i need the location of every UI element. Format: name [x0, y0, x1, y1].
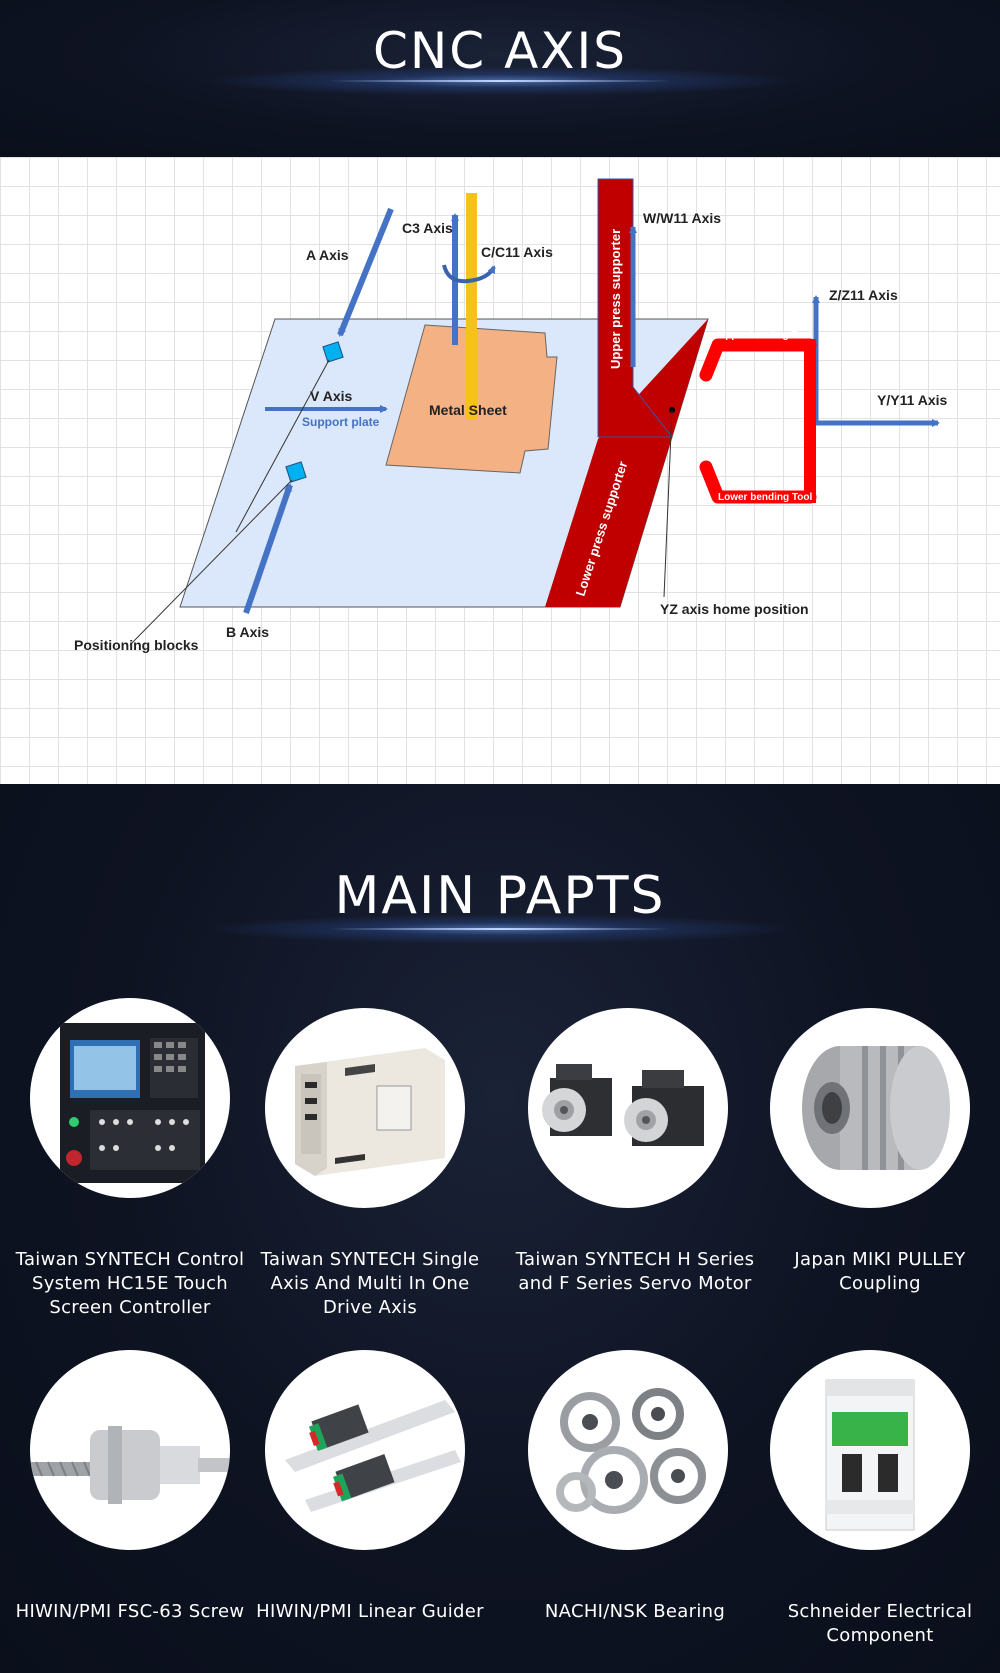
- servo-motor-image: [542, 1064, 704, 1146]
- b-axis-arrow: [243, 483, 293, 614]
- part-label-breaker: Schneider Electrical Component: [787, 1601, 973, 1646]
- positioning-leader-1: [129, 479, 293, 646]
- label-metal-sheet: Metal Sheet: [429, 402, 507, 418]
- linear-guide-image: [285, 1400, 461, 1512]
- c3-rod: [466, 193, 477, 420]
- label-support-plate: Support plate: [302, 415, 380, 429]
- label-a-axis: A Axis: [306, 247, 349, 263]
- part-image-breaker: [770, 1350, 970, 1550]
- label-positioning-blocks: Positioning blocks: [74, 637, 199, 653]
- ball-screw-image: [30, 1426, 230, 1504]
- part-label-bearing: NACHI/NSK Bearing: [544, 1601, 726, 1622]
- part-label-drive: Taiwan SYNTECH Single Axis And Multi In …: [260, 1249, 480, 1318]
- part-label-motor: Taiwan SYNTECH H Series and F Series Ser…: [515, 1249, 755, 1294]
- part-image-drive: [265, 1008, 465, 1208]
- coupling-image: [802, 1046, 950, 1170]
- label-w-axis: W/W11 Axis: [643, 210, 721, 226]
- circuit-breaker-image: [825, 1379, 915, 1531]
- label-lower-tool: Lower bending Tool: [718, 492, 812, 503]
- upper-bending-tool-shape: [699, 338, 817, 382]
- header-band: CNC AXIS: [0, 0, 1000, 157]
- section-title-glow-line: [330, 928, 670, 930]
- lower-bending-tool-shape: [699, 460, 817, 504]
- positioning-block-lower: [285, 461, 307, 483]
- part-image-controller: [30, 998, 230, 1198]
- part-label-screw: HIWIN/PMI FSC-63 Screw: [15, 1601, 245, 1622]
- yz-home-leader: [663, 409, 673, 598]
- label-v-axis: V Axis: [310, 388, 352, 404]
- positioning-leader-2: [235, 359, 330, 533]
- lower-press-supporter-shape: [545, 319, 708, 607]
- label-y-axis: Y/Y11 Axis: [877, 392, 948, 408]
- part-image-screw: [30, 1350, 230, 1550]
- c11-rotation-arrow: [442, 264, 496, 284]
- part-label-guide: HIWIN/PMI Linear Guider: [256, 1601, 484, 1622]
- bearing-image: [556, 1388, 706, 1514]
- cnc-controller-image: [60, 1023, 205, 1183]
- servo-drive-image: [295, 1048, 445, 1176]
- main-parts-section: MAIN PAPTS Taiwan SYNTECH Control System…: [0, 784, 1000, 1673]
- label-c11-axis: C/C11 Axis: [481, 244, 553, 260]
- cnc-axis-diagram: A Axis B Axis C3 Axis C/C11 Axis V Axis …: [0, 157, 1000, 784]
- part-label-controller: Taiwan SYNTECH Control System HC15E Touc…: [15, 1249, 245, 1318]
- positioning-block-upper: [322, 341, 344, 363]
- a-axis-arrow: [337, 207, 394, 337]
- label-home: YZ axis home position: [660, 601, 809, 617]
- part-label-coupling: Japan MIKI PULLEY Coupling: [794, 1249, 966, 1294]
- label-upper-press: Upper press supporter: [608, 229, 623, 369]
- label-z-axis: Z/Z11 Axis: [829, 287, 898, 303]
- label-c3-axis: C3 Axis: [402, 220, 453, 236]
- part-image-bearing: [528, 1350, 728, 1550]
- axis-diagram-svg: A Axis B Axis C3 Axis C/C11 Axis V Axis …: [74, 178, 948, 653]
- title-glow-line: [330, 80, 670, 82]
- part-image-guide: [265, 1350, 465, 1550]
- part-image-motor: [528, 1008, 728, 1208]
- label-upper-tool: Upper bending Tool: [718, 330, 812, 341]
- upper-press-supporter-shape: [597, 178, 674, 438]
- part-image-coupling: [770, 1008, 970, 1208]
- label-b-axis: B Axis: [226, 624, 269, 640]
